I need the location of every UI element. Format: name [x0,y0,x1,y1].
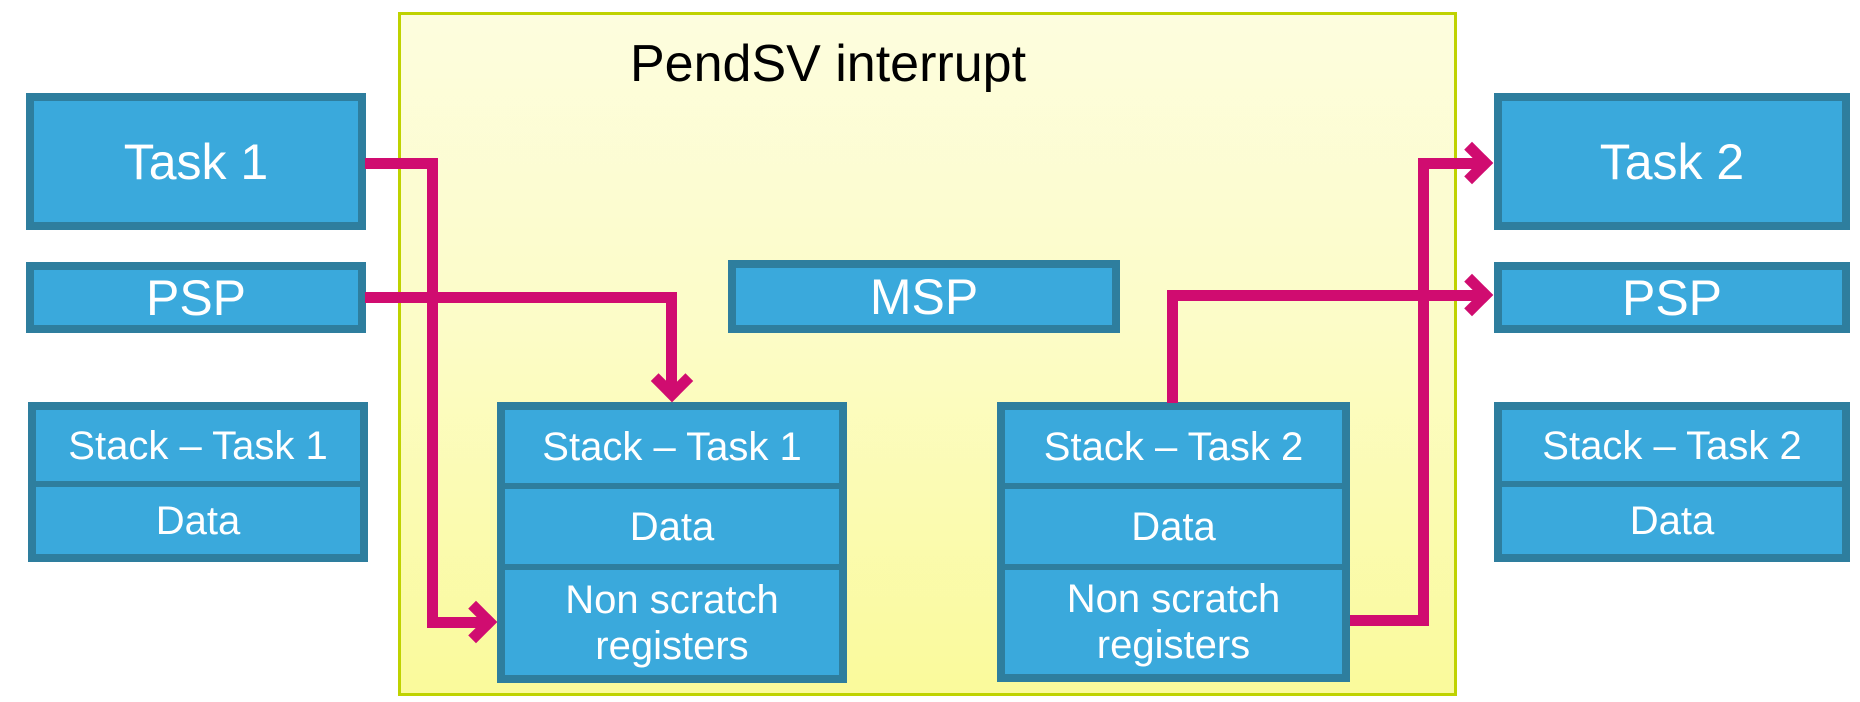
stack-task1-nonscratch-cell: Non scratch registers [505,564,839,675]
stack-task2-outer-box: Stack – Task 2 Data [1494,402,1850,562]
connector-psp1-to-stack1-seg2 [666,292,677,390]
arrowhead-into-task2-icon [1450,141,1494,185]
connector-stack2-to-psp2-seg2 [1167,290,1487,301]
task1-label: Task 1 [123,133,269,190]
stack-task2-saved-data-cell: Data [1005,483,1342,564]
connector-nonscratch2-to-task2-seg3 [1418,158,1487,169]
psp-task1-box: PSP [26,262,366,333]
stack-task2-saved-title-cell: Stack – Task 2 [1043,424,1304,469]
psp-task1-label: PSP [145,269,247,326]
connector-task1-to-nonscratch-seg1 [365,158,438,169]
task2-box: Task 2 [1494,93,1850,230]
stack-task2-nonscratch-cell: Non scratch registers [1005,564,1342,674]
stack-task2-outer-data-cell: Data [1502,481,1842,554]
stack-task1-saved-title-cell: Stack – Task 1 [542,424,802,469]
msp-box: MSP [728,260,1120,333]
stack-task1-outer-title-cell: Stack – Task 1 [68,423,328,468]
task2-label: Task 2 [1599,133,1745,190]
stack-task1-outer-data-cell: Data [36,481,360,554]
psp-task2-label: PSP [1621,269,1723,326]
connector-psp1-to-stack1-seg1 [365,292,677,303]
pendsv-panel-title: PendSV interrupt [630,35,1027,93]
stack-task2-saved-box: Stack – Task 2 Data Non scratch register… [997,402,1350,682]
connector-stack2-to-psp2-seg1 [1167,290,1178,403]
stack-task1-outer-box: Stack – Task 1 Data [28,402,368,562]
connector-nonscratch2-to-task2-seg1 [1350,615,1429,626]
stack-task2-outer-title-cell: Stack – Task 2 [1542,423,1802,468]
stack-task1-saved-data-cell: Data [505,483,839,564]
stack-task1-saved-box: Stack – Task 1 Data Non scratch register… [497,402,847,683]
psp-task2-box: PSP [1494,262,1850,333]
connector-task1-to-nonscratch-seg3 [427,617,487,628]
task1-box: Task 1 [26,93,366,230]
connector-task1-to-nonscratch-seg2 [427,158,438,628]
msp-label: MSP [869,268,979,325]
connector-nonscratch2-to-task2-seg2 [1418,158,1429,626]
arrowhead-into-psp2-icon [1450,273,1494,317]
